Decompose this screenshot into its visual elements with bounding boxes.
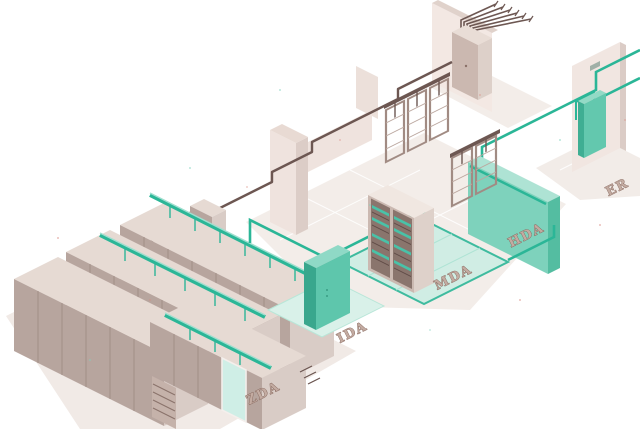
cable-end-ticks xyxy=(493,0,534,23)
tray-to-hda xyxy=(480,48,640,158)
er-wall-side xyxy=(620,42,626,151)
backbone-cable-upper xyxy=(215,60,453,212)
rack-cable-drops xyxy=(394,80,440,118)
open-rack-group-hda xyxy=(450,128,500,208)
wall-tall-face xyxy=(270,130,296,235)
hda-wall-tray xyxy=(469,164,547,206)
wall-tall-top xyxy=(270,124,308,143)
texture-speckles xyxy=(57,89,626,361)
ida-cabinet xyxy=(304,245,350,330)
open-rack-group-center xyxy=(384,71,450,164)
hda-wall-top xyxy=(468,156,560,202)
er-cabinet xyxy=(578,90,606,158)
wall-tall-side xyxy=(296,137,308,235)
zda-glass-cabinet xyxy=(221,356,247,424)
floor-er xyxy=(536,137,640,200)
hda-wall-face xyxy=(468,162,548,274)
mid-walls xyxy=(270,66,378,235)
zda-drawer-unit xyxy=(152,376,176,429)
eda-row-front xyxy=(150,300,321,429)
entrance-cabinet xyxy=(452,25,492,100)
mda-cabinet xyxy=(368,185,434,293)
hda-area xyxy=(468,156,560,274)
entrance-wall-top xyxy=(432,0,498,33)
er-area xyxy=(480,42,640,172)
rack-top-tray xyxy=(384,71,450,110)
cabinet-lock-dot xyxy=(464,64,468,68)
mda-equipment-bays xyxy=(371,198,412,290)
wall-small xyxy=(356,66,378,119)
front-row-tray xyxy=(164,312,272,370)
wall-penetration-slot xyxy=(590,61,600,71)
patch-cord-marks xyxy=(299,365,321,385)
eda-overhead-trays xyxy=(99,192,326,321)
tray-drops xyxy=(124,205,296,321)
wall-tray-run xyxy=(308,110,372,172)
